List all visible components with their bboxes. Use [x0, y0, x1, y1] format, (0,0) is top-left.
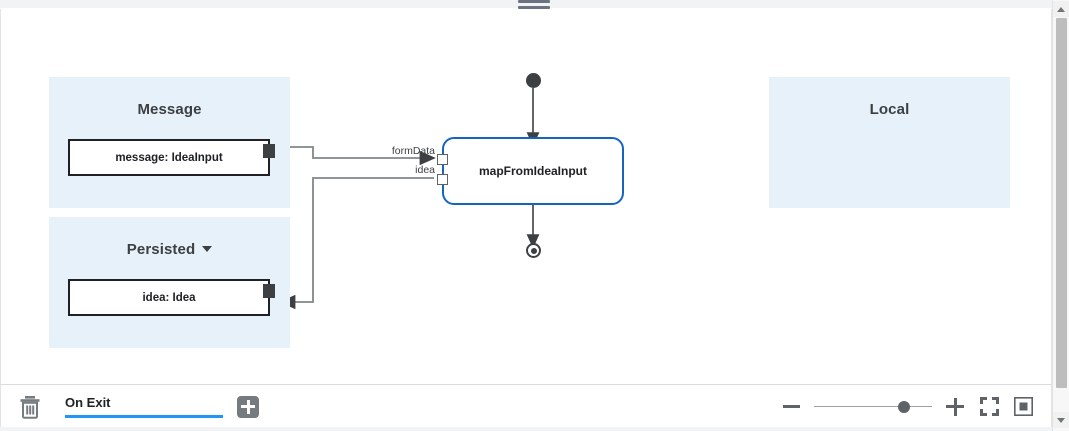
zoom-in-button[interactable] — [946, 397, 964, 416]
chevron-down-icon[interactable] — [202, 246, 213, 252]
scope-panel-local[interactable]: Local — [769, 77, 1010, 208]
port-label-formdata: formData — [391, 145, 435, 157]
toolbar-left-group: On Exit — [19, 395, 259, 419]
tab-label: On Exit — [65, 395, 111, 410]
delete-button[interactable] — [19, 395, 41, 419]
scroll-thumb[interactable] — [1056, 18, 1067, 388]
chevron-up-icon — [1057, 6, 1065, 12]
drag-handle-bar — [518, 6, 550, 9]
port-label-idea: idea — [415, 164, 435, 176]
scroll-down-arrow[interactable] — [1053, 412, 1069, 428]
vertical-scrollbar[interactable] — [1052, 0, 1069, 431]
zoom-out-button[interactable] — [783, 405, 800, 408]
scope-panel-message[interactable]: Message message: IdeaInput — [49, 77, 290, 208]
bottom-toolbar: On Exit — [0, 384, 1052, 428]
add-tab-button[interactable] — [237, 395, 259, 418]
variable-output-port[interactable] — [263, 284, 275, 298]
panel-drag-handle[interactable] — [518, 0, 550, 9]
input-port-idea[interactable] — [437, 174, 448, 185]
activity-node-label: mapFromIdeaInput — [478, 164, 587, 178]
activity-node-mapfromideainput[interactable]: mapFromIdeaInput — [437, 137, 624, 205]
variable-box-message[interactable]: message: IdeaInput — [68, 139, 275, 176]
scope-panel-title: Message — [137, 101, 202, 118]
scope-panel-title: Local — [869, 101, 910, 118]
start-node[interactable] — [526, 73, 541, 88]
input-port-formdata[interactable] — [437, 154, 448, 165]
bottom-strip — [0, 427, 1052, 431]
diagram-canvas[interactable]: Message message: IdeaInput Persisted ide… — [0, 9, 1052, 384]
zoom-slider[interactable] — [814, 400, 932, 414]
end-node[interactable] — [526, 243, 541, 258]
zoom-slider-thumb[interactable] — [898, 400, 910, 413]
scroll-up-arrow[interactable] — [1053, 1, 1069, 17]
variable-label: idea: Idea — [142, 291, 196, 304]
drag-handle-bar — [518, 0, 550, 3]
fit-to-screen-icon[interactable] — [1014, 397, 1033, 416]
zoom-slider-track — [814, 405, 932, 407]
variable-label: message: IdeaInput — [115, 151, 223, 164]
trash-icon — [20, 395, 40, 419]
variable-box-idea[interactable]: idea: Idea — [68, 279, 275, 316]
tab-on-exit[interactable]: On Exit — [65, 395, 223, 418]
top-strip — [0, 0, 1052, 8]
toolbar-right-group — [783, 397, 1033, 416]
variable-output-port[interactable] — [263, 144, 275, 158]
scope-panel-title: Persisted — [49, 241, 290, 258]
scope-panel-persisted[interactable]: Persisted idea: Idea — [49, 217, 290, 348]
fullscreen-icon[interactable] — [980, 397, 999, 416]
chevron-down-icon — [1057, 417, 1065, 423]
